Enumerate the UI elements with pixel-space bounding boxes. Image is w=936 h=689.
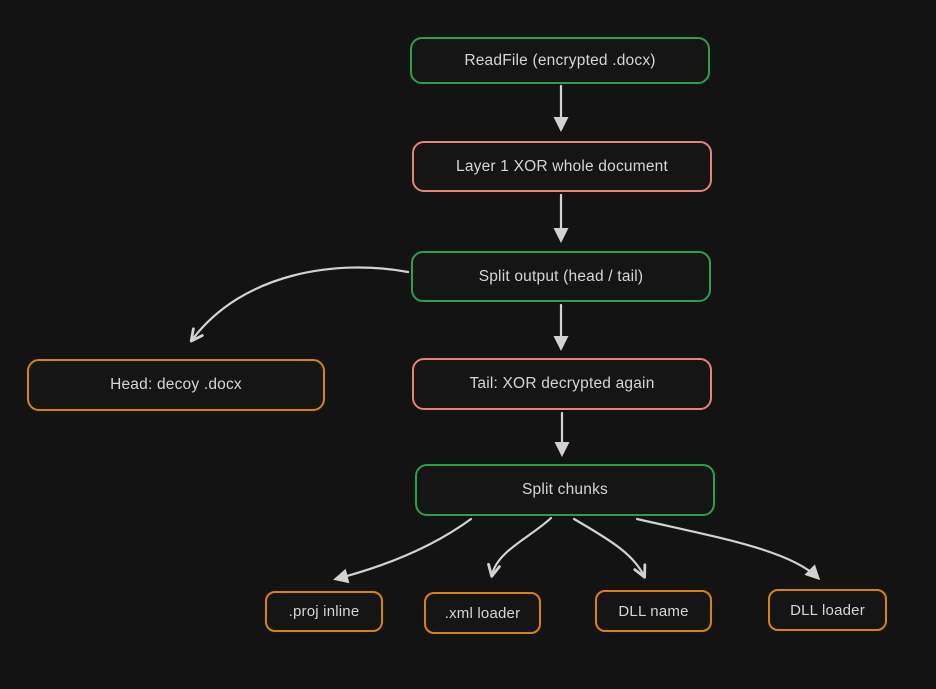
node-readfile[interactable]: ReadFile (encrypted .docx)	[410, 37, 710, 84]
node-dll-name-label: DLL name	[618, 602, 689, 620]
node-readfile-label: ReadFile (encrypted .docx)	[464, 51, 656, 69]
edge-splitoutput-headdecoy	[189, 266, 410, 343]
node-split-output[interactable]: Split output (head / tail)	[411, 251, 711, 302]
node-split-output-label: Split output (head / tail)	[478, 267, 644, 285]
node-tail-xor-label: Tail: XOR decrypted again	[469, 375, 655, 392]
node-layer1-xor[interactable]: Layer 1 XOR whole document	[412, 141, 712, 192]
node-dll-loader[interactable]: DLL loader	[768, 589, 887, 631]
node-layer1-xor-label: Layer 1 XOR whole document	[456, 157, 668, 175]
node-split-chunks[interactable]: Split chunks	[415, 464, 715, 516]
node-tail-xor[interactable]: Tail: XOR decrypted again	[412, 358, 712, 410]
node-head-decoy[interactable]: Head: decoy .docx	[27, 359, 325, 411]
node-xml-loader-label: .xml loader	[444, 604, 521, 622]
node-proj-inline[interactable]: .proj inline	[265, 591, 383, 632]
node-head-decoy-label: Head: decoy .docx	[110, 376, 242, 393]
edge-splitchunks-dllloader	[635, 517, 821, 581]
edge-splitchunks-projinline	[333, 517, 473, 584]
node-proj-inline-label: .proj inline	[288, 603, 360, 620]
node-dll-name[interactable]: DLL name	[595, 590, 712, 632]
node-xml-loader[interactable]: .xml loader	[424, 592, 541, 634]
edge-splitchunks-dllname	[572, 517, 647, 579]
node-dll-loader-label: DLL loader	[790, 601, 865, 619]
edge-splitchunks-xmlloader	[487, 516, 553, 578]
node-split-chunks-label: Split chunks	[522, 481, 608, 498]
